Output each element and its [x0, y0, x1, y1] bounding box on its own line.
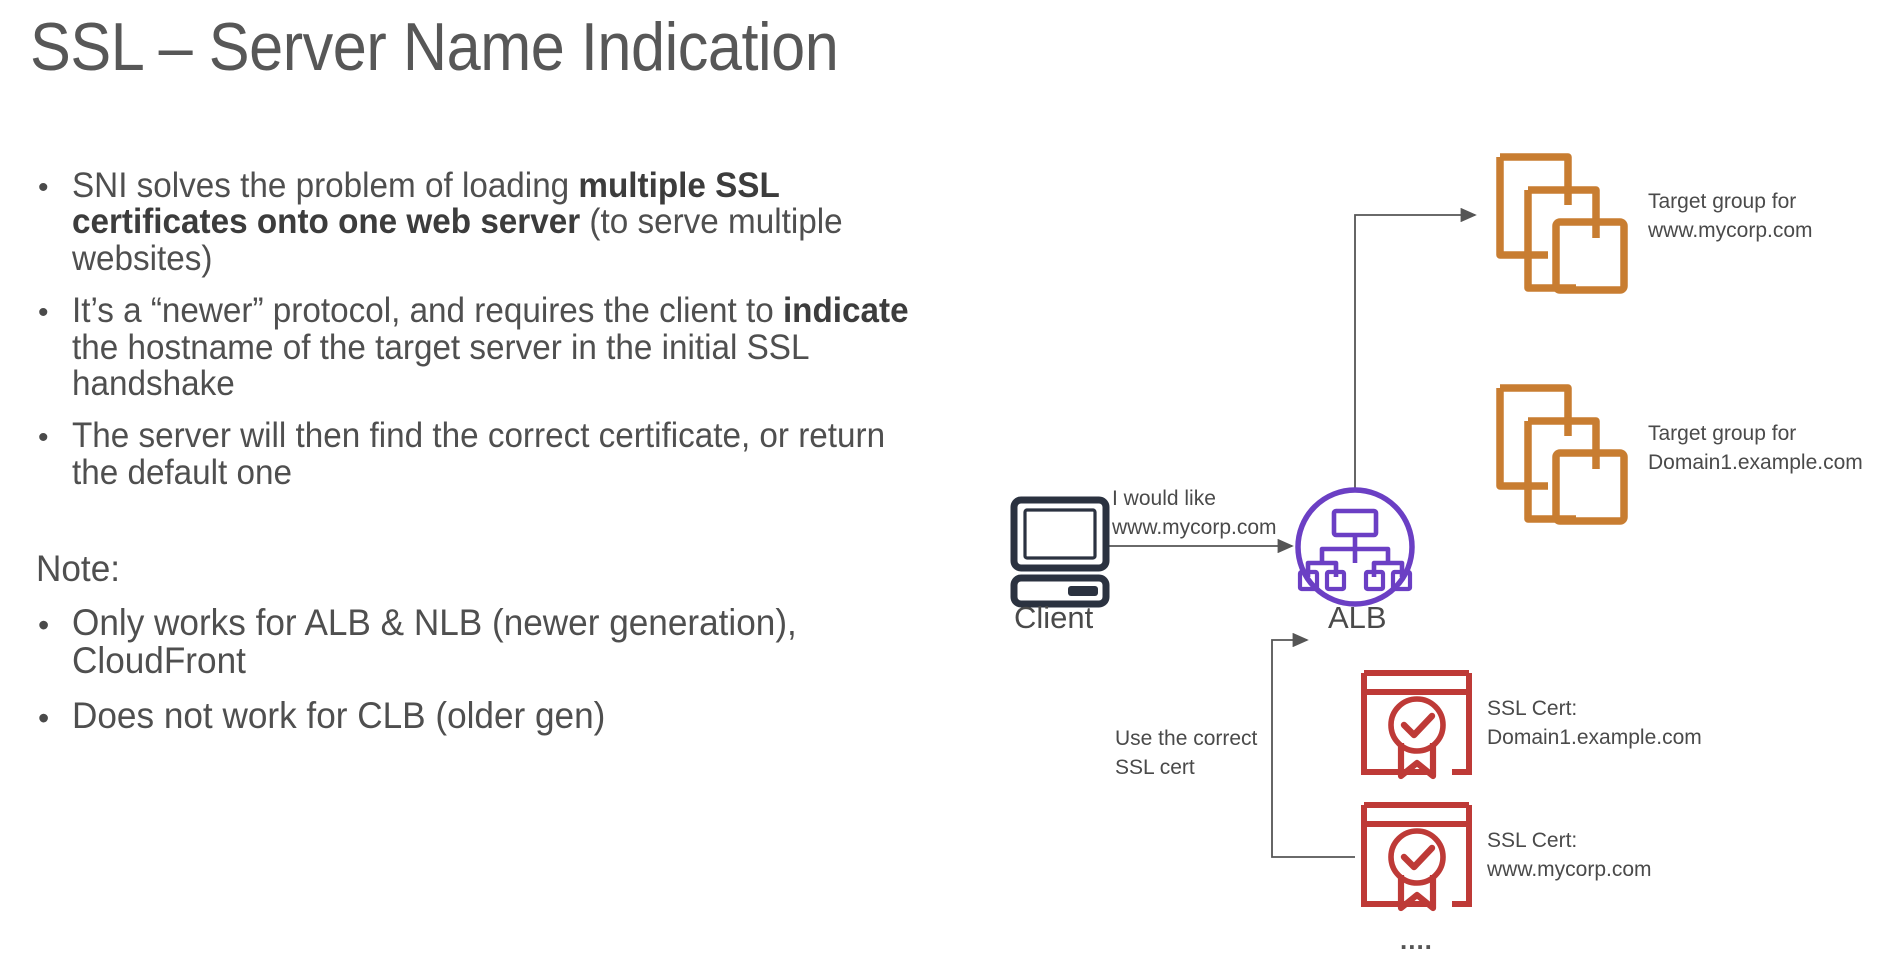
target-group-icon	[1496, 153, 1628, 294]
note-heading: Note:	[36, 548, 121, 590]
bullet-list: • SNI solves the problem of loading mult…	[36, 166, 976, 755]
ssl-certificate-icon	[1361, 670, 1472, 780]
bullet-text-server-finds-cert: The server will then find the correct ce…	[72, 416, 886, 492]
alb-label: ALB	[1328, 600, 1387, 635]
arrow-cert-to-alb	[1271, 632, 1355, 858]
client-label: Client	[1014, 600, 1094, 635]
list-item: • The server will then find the correct …	[36, 418, 976, 491]
note-text-alb-nlb: Only works for ALB & NLB (newer generati…	[72, 601, 797, 682]
bullet-glyph: •	[38, 421, 49, 455]
bullet-glyph: •	[38, 296, 49, 330]
ellipsis-label: ....	[1400, 925, 1433, 955]
list-item: • It’s a “newer” protocol, and requires …	[36, 291, 976, 403]
ssl-cert-mycorp-label: SSL Cert: www.mycorp.com	[1487, 829, 1652, 881]
request-label: I would like www.mycorp.com	[1112, 487, 1277, 539]
desktop-computer-icon	[1010, 496, 1110, 608]
list-item: • SNI solves the problem of loading mult…	[36, 166, 976, 278]
diagram-svg	[1010, 153, 1628, 912]
ssl-certificate-icon	[1361, 802, 1472, 912]
ssl-cert-domain1-label: SSL Cert: Domain1.example.com	[1487, 697, 1702, 749]
target-group-icon	[1496, 384, 1628, 525]
list-item: • Does not work for CLB (older gen)	[36, 694, 976, 739]
bullet-glyph: •	[38, 606, 50, 643]
page-title: SSL – Server Name Indication	[30, 9, 839, 85]
bullet-text-newer-protocol: It’s a “newer” protocol, and requires th…	[72, 291, 909, 403]
target-group-domain1-label: Target group for Domain1.example.com	[1648, 422, 1863, 474]
spacer	[36, 507, 976, 549]
cert-flow-label: Use the correct SSL cert	[1115, 727, 1258, 779]
load-balancer-icon	[1295, 487, 1415, 607]
bullet-glyph: •	[38, 171, 49, 204]
note-text-clb: Does not work for CLB (older gen)	[72, 694, 606, 736]
bullet-text-sni-solves: SNI solves the problem of loading multip…	[72, 166, 843, 278]
architecture-diagram: I would like www.mycorp.com Client ALB T…	[1000, 100, 1902, 955]
arrow-alb-to-target-group	[1354, 207, 1477, 488]
target-group-mycorp-label: Target group for www.mycorp.com	[1648, 190, 1813, 242]
list-item: • Only works for ALB & NLB (newer genera…	[36, 601, 976, 682]
bullet-glyph: •	[38, 699, 50, 736]
